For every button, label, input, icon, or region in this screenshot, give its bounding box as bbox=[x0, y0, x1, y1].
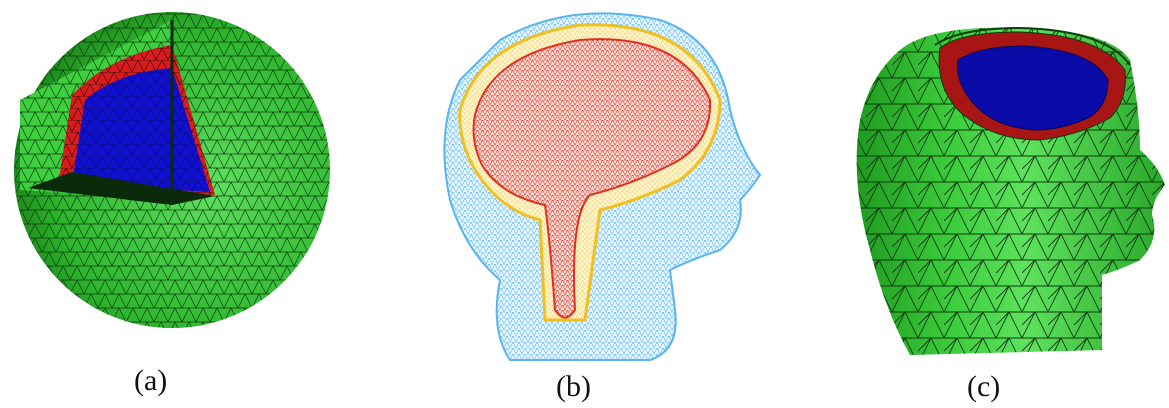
panel-c: (c) bbox=[840, 0, 1169, 408]
panel-b-caption: (b) bbox=[556, 372, 591, 402]
head-cutaway-mesh bbox=[840, 0, 1169, 370]
head-wireframe-mesh bbox=[420, 0, 800, 370]
sphere-cutaway-mesh bbox=[0, 0, 360, 340]
panel-a-caption: (a) bbox=[134, 366, 167, 396]
panel-b: (b) bbox=[420, 0, 800, 408]
panel-c-caption: (c) bbox=[967, 372, 1000, 402]
panel-a: (a) bbox=[0, 0, 360, 408]
